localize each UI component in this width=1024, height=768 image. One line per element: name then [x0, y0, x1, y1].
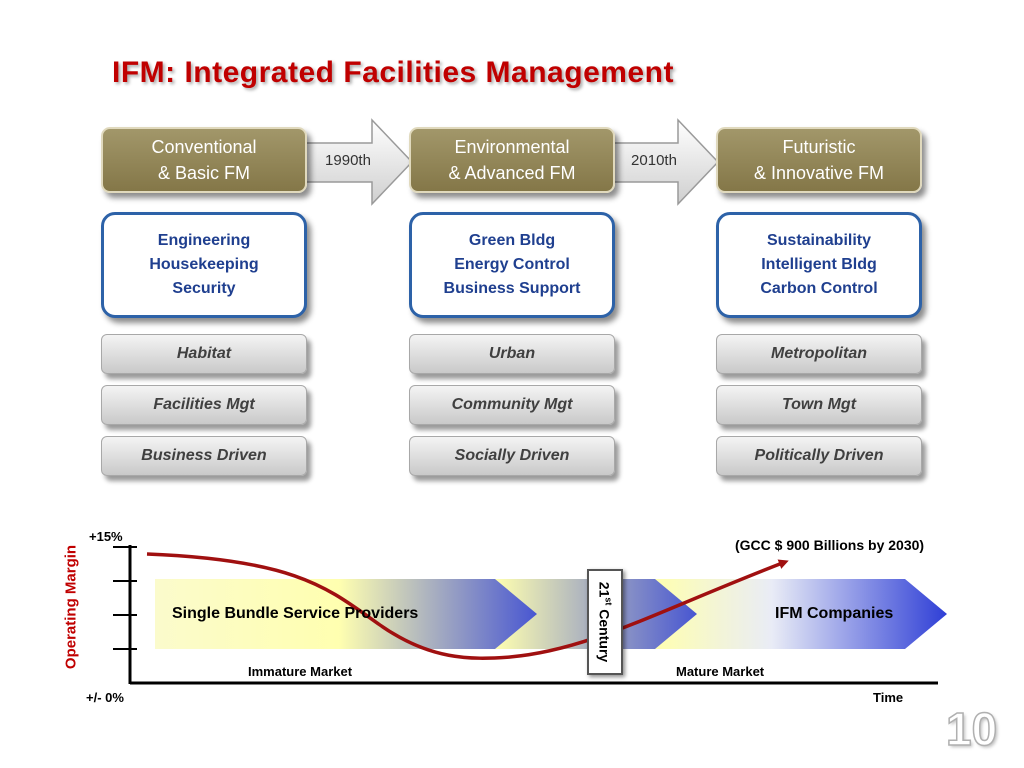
- forecast-note: (GCC $ 900 Billions by 2030): [735, 537, 925, 553]
- stage-header-line: & Innovative FM: [753, 163, 885, 183]
- era-label-2010: 2010th: [631, 152, 677, 169]
- century-marker-text: 21st Century: [597, 582, 614, 662]
- arrow-2010-icon: [605, 118, 720, 206]
- stage-header-futuristic: Futuristic & Innovative FM: [716, 127, 922, 193]
- x-axis-label: Time: [873, 690, 904, 705]
- stage-scale-habitat: Habitat: [101, 334, 307, 374]
- stage-driver-socially: Socially Driven: [409, 436, 615, 476]
- y-top-label: +15%: [89, 529, 123, 544]
- y-bottom-label: +/- 0%: [86, 690, 124, 705]
- stage-header-line: Conventional: [151, 137, 257, 157]
- margin-curve: [146, 552, 789, 660]
- stage-scale-metropolitan: Metropolitan: [716, 334, 922, 374]
- service-item: Intelligent Bldg: [761, 256, 877, 273]
- century-suffix: st: [603, 597, 614, 606]
- arrow-1990-icon: [299, 118, 414, 206]
- stage-driver-politically: Politically Driven: [716, 436, 922, 476]
- service-item: Engineering: [157, 232, 251, 249]
- single-bundle-label: Single Bundle Service Providers: [172, 605, 419, 622]
- stage-scale-urban: Urban: [409, 334, 615, 374]
- stage-header-conventional: Conventional & Basic FM: [101, 127, 307, 193]
- page-number: 10: [945, 702, 998, 756]
- service-item: Housekeeping: [149, 256, 259, 273]
- mature-market-label: Mature Market: [676, 664, 765, 679]
- service-item: Energy Control: [454, 256, 570, 273]
- stage-management-facilities: Facilities Mgt: [101, 385, 307, 425]
- stage-header-line: & Advanced FM: [448, 163, 576, 183]
- band-single-bundle: [155, 579, 564, 649]
- stage-header-environmental: Environmental & Advanced FM: [409, 127, 615, 193]
- stage-header-line: Futuristic: [782, 137, 856, 157]
- century-word: Century: [596, 609, 613, 663]
- service-item: Green Bldg: [468, 232, 556, 249]
- stage-header-line: & Basic FM: [157, 163, 250, 183]
- era-label-1990: 1990th: [325, 152, 371, 169]
- service-item: Sustainability: [766, 232, 872, 249]
- service-item: Security: [172, 280, 236, 297]
- service-item: Business Support: [443, 280, 581, 297]
- ifm-companies-label: IFM Companies: [775, 605, 894, 622]
- band-ifm-companies: [655, 579, 947, 649]
- stage-services-conventional: Engineering Housekeeping Security: [101, 212, 307, 318]
- page-title: IFM: Integrated Facilities Management: [112, 56, 674, 89]
- service-item: Carbon Control: [760, 280, 878, 297]
- century-number: 21: [596, 581, 613, 598]
- century-marker: 21st Century: [587, 569, 623, 675]
- stage-services-futuristic: Sustainability Intelligent Bldg Carbon C…: [716, 212, 922, 318]
- y-axis-label: Operating Margin: [62, 544, 80, 670]
- stage-driver-business: Business Driven: [101, 436, 307, 476]
- stage-management-town: Town Mgt: [716, 385, 922, 425]
- stage-header-line: Environmental: [454, 137, 570, 157]
- immature-market-label: Immature Market: [248, 664, 353, 679]
- stage-management-community: Community Mgt: [409, 385, 615, 425]
- stage-services-environmental: Green Bldg Energy Control Business Suppo…: [409, 212, 615, 318]
